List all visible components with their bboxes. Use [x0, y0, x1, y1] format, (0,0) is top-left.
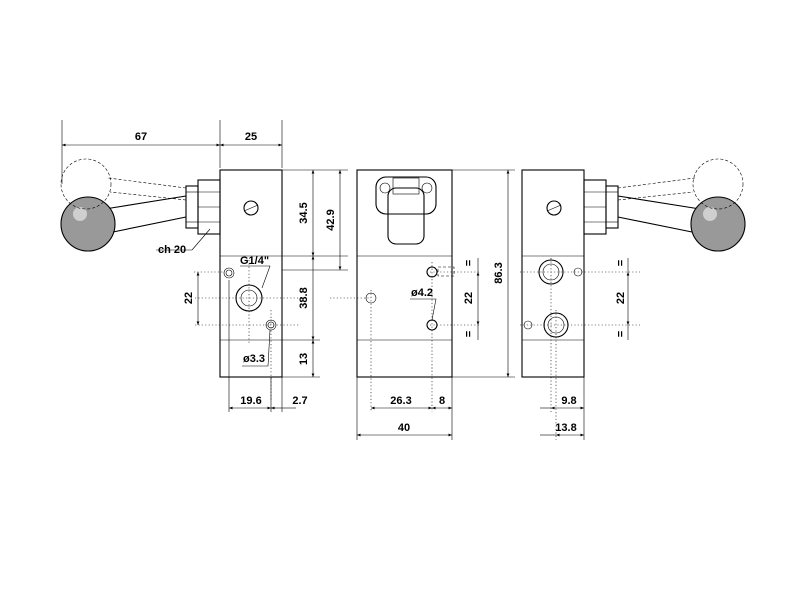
- dim-label-22-middle: 22: [463, 292, 475, 304]
- right-body: [521, 169, 585, 378]
- dim-label-9-8: 9.8: [561, 395, 576, 407]
- right-view: 22 = = 9.8 13.8: [520, 158, 746, 440]
- dim-label-13-8: 13.8: [555, 422, 576, 434]
- left-lever-knob: [60, 196, 116, 252]
- left-lever-alt: [60, 158, 187, 210]
- left-screw: [243, 200, 259, 216]
- dim-label-34-5: 34.5: [298, 202, 310, 223]
- right-lever: [617, 195, 746, 252]
- right-screw: [546, 200, 562, 216]
- mid-hole-label: ø4.2: [411, 287, 433, 299]
- dim-label-67: 67: [135, 131, 147, 143]
- dim-label-13: 13: [298, 353, 310, 365]
- middle-view: 22 = = 86.3 ø4.2 26.3 8 40: [330, 169, 515, 440]
- left-lever: [60, 195, 187, 252]
- dim-label-86-3: 86.3: [493, 262, 505, 283]
- dim-label-19-6: 19.6: [240, 395, 261, 407]
- right-lever-knob: [690, 196, 746, 252]
- middle-hole-top: [426, 266, 438, 278]
- right-port-top: [538, 259, 564, 285]
- hex-label: ch 20: [158, 244, 186, 256]
- dim-label-40: 40: [398, 422, 410, 434]
- hole-label-left: ø3.3: [243, 353, 265, 365]
- dim-label-8: 8: [439, 395, 445, 407]
- dim-label-38-8: 38.8: [298, 287, 310, 308]
- right-hex-nut: [583, 179, 619, 235]
- middle-hole-side: [365, 292, 377, 304]
- equal-mark-right-top: =: [615, 260, 627, 266]
- dim-label-22-left: 22: [183, 292, 195, 304]
- dim-label-22-right: 22: [615, 292, 627, 304]
- dim-label-2-7: 2.7: [292, 395, 307, 407]
- left-hex-nut: [185, 179, 221, 235]
- middle-slot: [437, 266, 455, 277]
- middle-body: [356, 169, 453, 378]
- left-hole-bottom: [265, 319, 277, 331]
- right-lever-alt: [617, 158, 744, 210]
- middle-nut: [375, 176, 437, 245]
- dim-label-25: 25: [245, 131, 257, 143]
- left-hole-top: [223, 267, 235, 279]
- left-view: 67 25 34.5 42.9 38.8 13 22 ch 20 G1/4" ø…: [60, 120, 348, 412]
- equal-mark-middle-top: =: [463, 260, 475, 266]
- thread-label: G1/4": [240, 255, 269, 267]
- left-body: [219, 169, 283, 378]
- equal-mark-right-bottom: =: [615, 331, 627, 337]
- middle-hole-bottom: [426, 319, 438, 331]
- dim-label-42-9: 42.9: [325, 209, 337, 230]
- equal-mark-middle-bottom: =: [463, 331, 475, 337]
- dim-label-26-3: 26.3: [390, 395, 411, 407]
